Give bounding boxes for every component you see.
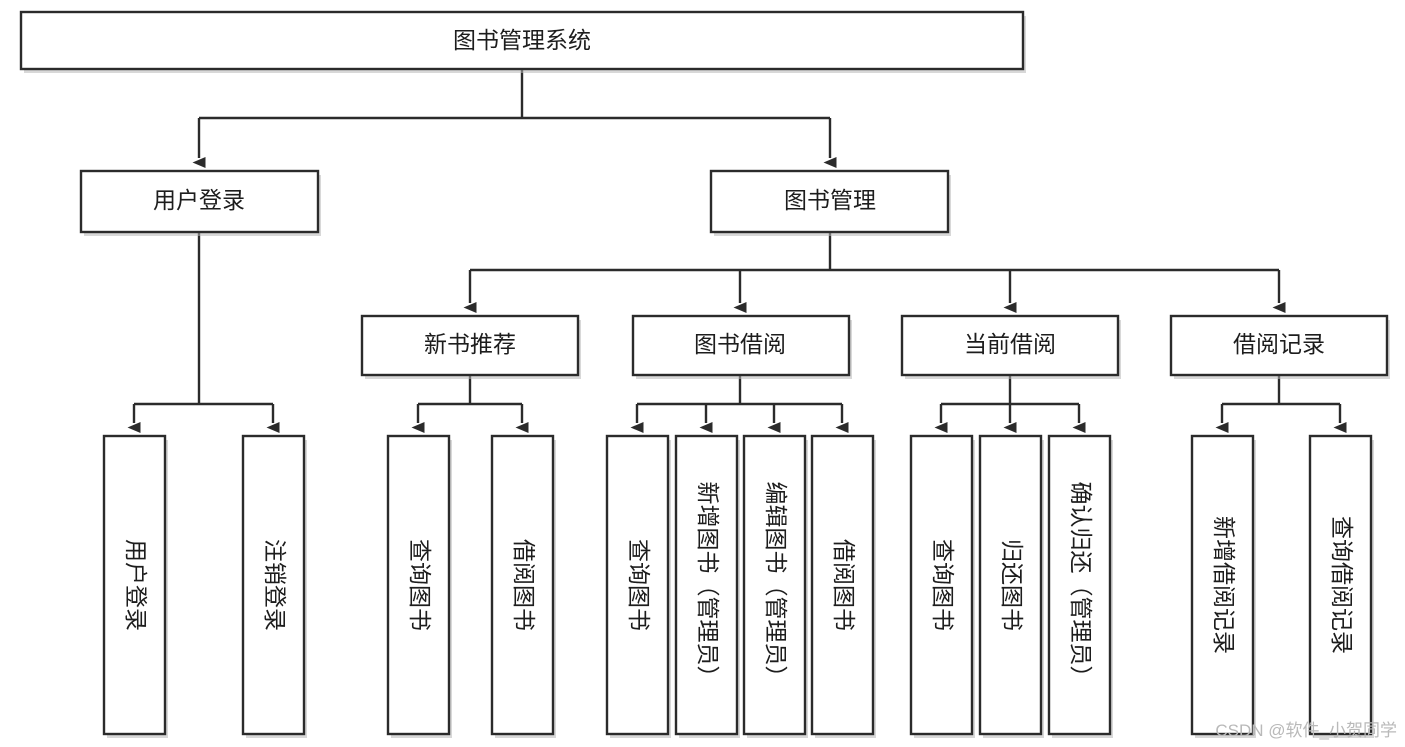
node-leaf-confirm-return-label: 确认归还（管理员） [1068, 482, 1094, 689]
node-leaf-query-book-1-box [386, 434, 451, 736]
connector-group-book-borrow [630, 375, 849, 433]
node-leaf-logout-login-label: 注销登录 [262, 539, 288, 631]
node-leaf-edit-book-label: 编辑图书（管理员） [763, 482, 789, 689]
node-borrow-record[interactable]: 借阅记录 [1169, 314, 1390, 379]
node-leaf-query-book-2-box [605, 434, 670, 736]
node-borrow-record-box [1169, 314, 1389, 377]
node-leaf-add-record[interactable]: 新增借阅记录 [1190, 434, 1256, 738]
node-root-box [19, 10, 1025, 71]
node-root-label: 图书管理系统 [453, 27, 591, 53]
node-leaf-query-book-2-label: 查询图书 [626, 539, 652, 631]
node-leaf-query-book-2[interactable]: 查询图书 [605, 434, 671, 738]
node-leaf-add-book[interactable]: 新增图书（管理员） [674, 434, 740, 738]
connector-group-current-borrow [934, 375, 1086, 433]
node-current-borrow-box [900, 314, 1120, 377]
node-leaf-user-login[interactable]: 用户登录 [102, 434, 168, 738]
node-leaf-logout-login[interactable]: 注销登录 [241, 434, 307, 738]
connector-group-root [192, 69, 837, 168]
node-book-borrow-label: 图书借阅 [694, 331, 786, 357]
node-leaf-user-login-box [102, 434, 167, 736]
node-leaf-borrow-book-1[interactable]: 借阅图书 [490, 434, 556, 738]
node-leaf-confirm-return-box [1047, 434, 1112, 736]
node-leaf-query-book-3-box [909, 434, 974, 736]
connector-group-borrow-record [1215, 375, 1347, 433]
node-leaf-add-record-label: 新增借阅记录 [1211, 516, 1237, 654]
node-new-book-recommend-label: 新书推荐 [424, 331, 516, 357]
connector-group-user-login [127, 232, 280, 433]
node-book-borrow[interactable]: 图书借阅 [631, 314, 852, 379]
node-leaf-borrow-book-1-box [490, 434, 555, 736]
node-current-borrow-label: 当前借阅 [964, 331, 1056, 357]
node-leaf-query-record-label: 查询借阅记录 [1329, 516, 1355, 654]
node-current-borrow[interactable]: 当前借阅 [900, 314, 1121, 379]
node-leaf-query-record[interactable]: 查询借阅记录 [1308, 434, 1374, 738]
node-leaf-query-book-3-label: 查询图书 [930, 539, 956, 631]
node-user-login-box [79, 169, 320, 234]
node-leaf-add-book-box [674, 434, 739, 736]
node-book-manage-box [709, 169, 950, 234]
node-leaf-borrow-book-2-label: 借阅图书 [831, 539, 857, 631]
node-leaf-borrow-book-1-label: 借阅图书 [511, 539, 537, 631]
connector-group-new-book-recommend [411, 375, 529, 433]
node-leaf-query-book-1[interactable]: 查询图书 [386, 434, 452, 738]
node-root[interactable]: 图书管理系统 [19, 10, 1026, 73]
csdn-watermark: CSDN @软件_小贺同学 [1215, 721, 1397, 740]
node-leaf-confirm-return[interactable]: 确认归还（管理员） [1047, 434, 1113, 738]
node-book-manage[interactable]: 图书管理 [709, 169, 951, 236]
node-leaf-return-book-box [978, 434, 1043, 736]
node-book-borrow-box [631, 314, 851, 377]
node-new-book-recommend-box [360, 314, 580, 377]
node-leaf-edit-book[interactable]: 编辑图书（管理员） [742, 434, 808, 738]
node-leaf-borrow-book-2-box [810, 434, 875, 736]
node-user-login-label: 用户登录 [153, 187, 245, 213]
node-leaf-borrow-book-2[interactable]: 借阅图书 [810, 434, 876, 738]
node-leaf-edit-book-box [742, 434, 807, 736]
node-leaf-return-book-label: 归还图书 [999, 539, 1025, 631]
node-leaf-return-book[interactable]: 归还图书 [978, 434, 1044, 738]
connector-group-book-manage [463, 232, 1286, 313]
node-leaf-query-book-3[interactable]: 查询图书 [909, 434, 975, 738]
node-leaf-query-book-1-label: 查询图书 [407, 539, 433, 631]
node-user-login[interactable]: 用户登录 [79, 169, 321, 236]
node-leaf-add-record-box [1190, 434, 1255, 736]
node-leaf-user-login-label: 用户登录 [123, 539, 149, 631]
node-leaf-query-record-box [1308, 434, 1373, 736]
node-new-book-recommend[interactable]: 新书推荐 [360, 314, 581, 379]
node-book-manage-label: 图书管理 [784, 187, 876, 213]
node-leaf-logout-login-box [241, 434, 306, 736]
node-leaf-add-book-label: 新增图书（管理员） [695, 482, 721, 689]
node-borrow-record-label: 借阅记录 [1233, 331, 1325, 357]
